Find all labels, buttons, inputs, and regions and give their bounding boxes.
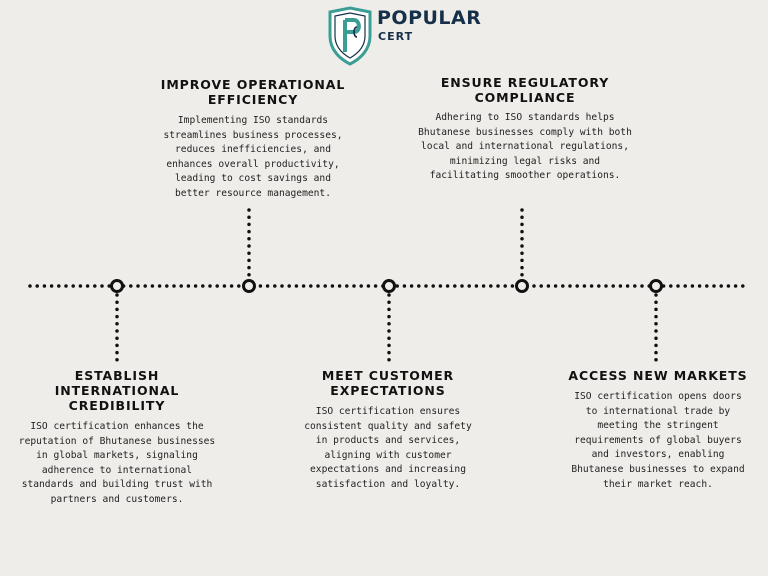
node-ensure (515, 279, 529, 293)
milestone-customer-expectations: MEET CUSTOMER EXPECTATIONS ISO certifica… (300, 368, 476, 493)
milestone-description: ISO certification enhances the reputatio… (18, 421, 216, 505)
node-establish (110, 279, 124, 293)
milestone-title: IMPROVE OPERATIONAL EFFICIENCY (160, 77, 346, 107)
logo: POPULAR CERT (326, 6, 481, 68)
logo-sub: CERT (378, 30, 414, 43)
milestone-title: ENSURE REGULATORY COMPLIANCE (440, 75, 610, 105)
milestone-description: Implementing ISO standards streamlines b… (163, 115, 343, 199)
node-access (649, 279, 663, 293)
shield-logo-icon (328, 6, 372, 66)
milestone-regulatory-compliance: ENSURE REGULATORY COMPLIANCE Adhering to… (418, 75, 632, 184)
milestone-description: ISO certification ensures consistent qua… (304, 406, 472, 490)
milestone-new-markets: ACCESS NEW MARKETS ISO certification ope… (568, 368, 748, 492)
milestone-improve-efficiency: IMPROVE OPERATIONAL EFFICIENCY Implement… (160, 77, 346, 202)
node-meet (382, 279, 396, 293)
node-improve (242, 279, 256, 293)
milestone-title: ACCESS NEW MARKETS (568, 368, 748, 383)
milestone-title: MEET CUSTOMER EXPECTATIONS (321, 368, 455, 398)
logo-name: POPULAR (377, 7, 482, 29)
milestone-description: ISO certification opens doors to interna… (571, 391, 745, 490)
milestone-title: ESTABLISH INTERNATIONAL CREDIBILITY (54, 368, 180, 413)
milestone-description: Adhering to ISO standards helps Bhutanes… (418, 112, 632, 182)
milestone-international-credibility: ESTABLISH INTERNATIONAL CREDIBILITY ISO … (14, 368, 220, 508)
